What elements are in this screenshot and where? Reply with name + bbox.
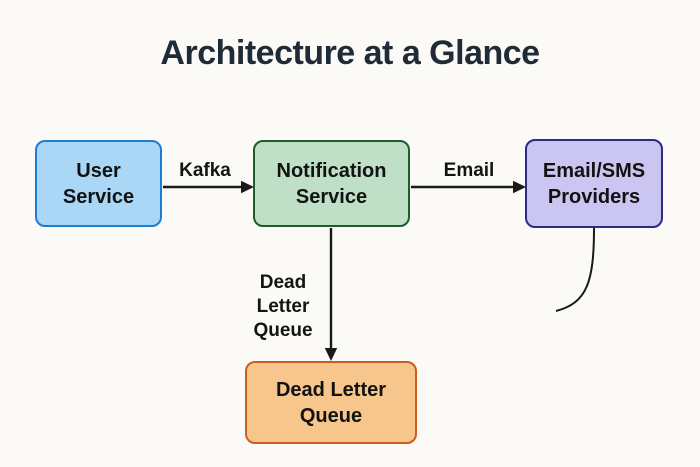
node-notification-service-label: Notification Service: [276, 159, 387, 208]
providers-tail-curve: [555, 227, 595, 312]
node-notification-service: Notification Service: [253, 140, 410, 227]
edge-label-email: Email: [443, 160, 495, 181]
node-email-sms-providers: Email/SMS Providers: [525, 139, 663, 228]
node-dead-letter-queue-label: Dead Letter Queue: [275, 378, 387, 427]
node-dead-letter-queue: Dead Letter Queue: [245, 361, 417, 444]
edge-label-dead-letter-queue: Dead Letter Queue: [253, 272, 313, 341]
edge-label-kafka: Kafka: [179, 160, 231, 181]
node-user-service-label: User Service: [62, 159, 135, 208]
diagram-title: Architecture at a Glance: [160, 34, 540, 72]
node-email-sms-providers-label: Email/SMS Providers: [542, 159, 646, 208]
node-user-service: User Service: [35, 140, 162, 227]
dlq-arrowhead-icon: [324, 348, 338, 361]
